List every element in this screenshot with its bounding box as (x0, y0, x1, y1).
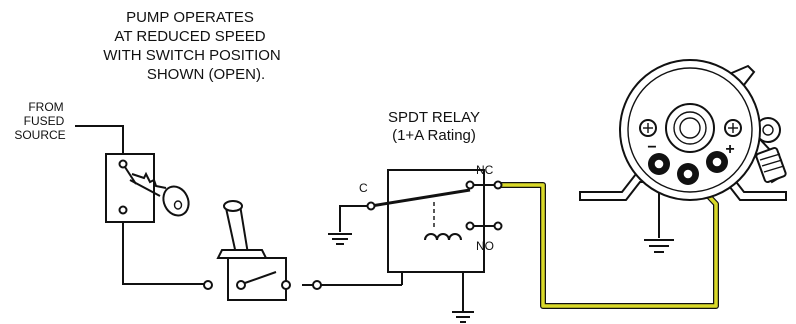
source-line-1: FROM (28, 100, 63, 114)
label-nc: NC (476, 163, 494, 177)
source-line-3: SOURCE (14, 128, 65, 142)
ground-symbol-pump (644, 239, 674, 253)
nc-wire (498, 172, 718, 308)
pump-face (627, 67, 753, 193)
ignition-terminal-top (118, 159, 128, 169)
caption-line-2: AT REDUCED SPEED (114, 28, 265, 45)
no-contact (465, 221, 475, 231)
c-terminal (366, 201, 376, 211)
wire-c-ground (339, 205, 371, 232)
ignition-terminal-bottom (118, 205, 128, 215)
wires (75, 125, 660, 312)
relay-coil (424, 233, 462, 241)
pump-port (665, 103, 715, 153)
caption-line-1: PUMP OPERATES (126, 9, 254, 26)
toggle-contact (241, 271, 277, 285)
relay-title: SPDT RELAY (388, 109, 480, 126)
nc-terminal (493, 180, 503, 190)
ignition-switch (105, 153, 190, 223)
relay-arm (370, 188, 471, 208)
toggle-collar (216, 249, 268, 259)
source-line-2: FUSED (24, 114, 65, 128)
label-no: NO (476, 239, 494, 253)
toggle-terminal-2 (236, 280, 246, 290)
toggle-terminal-3 (281, 280, 291, 290)
no-terminal (493, 221, 503, 231)
toggle-tip (223, 200, 243, 212)
ground-symbol-coil (452, 311, 474, 323)
toggle-switch (203, 200, 322, 301)
source-label: FROM FUSED SOURCE (14, 100, 65, 142)
caption-line-3: WITH SWITCH POSITION (103, 47, 281, 64)
wire-ign-to-toggle (122, 210, 208, 285)
label-c: C (359, 181, 368, 195)
nc-contact (465, 180, 475, 190)
pump-minus-label: − (647, 139, 656, 156)
toggle-lever (224, 203, 250, 255)
pump-plus-label: + (725, 141, 734, 158)
caption: PUMP OPERATES AT REDUCED SPEED WITH SWIT… (103, 9, 281, 83)
spdt-relay: SPDT RELAY (1+A Rating) NC C NO (359, 109, 503, 273)
relay-rating: (1+A Rating) (392, 127, 476, 144)
fuel-pump: − + (579, 59, 787, 201)
caption-line-4: SHOWN (OPEN). (147, 66, 265, 83)
key-icon (129, 171, 190, 217)
wire-source (75, 125, 124, 160)
ground-symbol-c (328, 233, 352, 245)
toggle-terminal-1 (203, 280, 213, 290)
toggle-terminal-4 (312, 280, 322, 290)
